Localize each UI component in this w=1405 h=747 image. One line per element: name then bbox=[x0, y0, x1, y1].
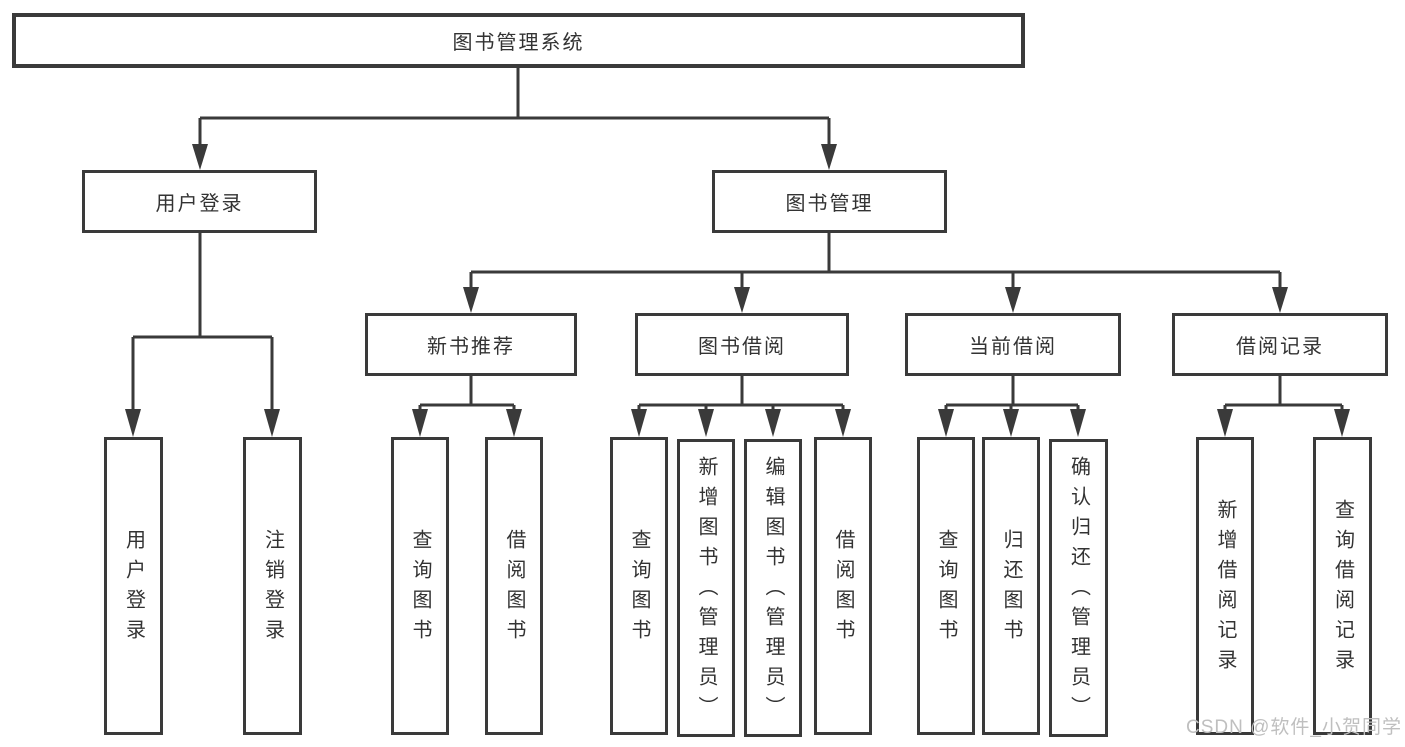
node-book-management: 图书管理 bbox=[712, 170, 947, 233]
leaf-record-query: 查询借阅记录 bbox=[1313, 437, 1372, 735]
leaf-borrow-borrow: 借阅图书 bbox=[814, 437, 872, 735]
connector-current-borrow-to-leaves bbox=[944, 376, 1080, 411]
csdn-watermark: CSDN @软件_小贺同学 bbox=[1186, 717, 1402, 738]
node-borrow-record: 借阅记录 bbox=[1172, 313, 1388, 376]
arrowheads-user-login-leaves bbox=[125, 409, 280, 437]
node-root-system: 图书管理系统 bbox=[12, 13, 1025, 68]
connector-user-login-to-leaves bbox=[131, 233, 274, 411]
leaf-current-confirm-admin: 确认归还（管理员） bbox=[1049, 439, 1108, 737]
connector-book-borrow-to-leaves bbox=[637, 376, 845, 411]
leaf-borrow-edit-admin: 编辑图书（管理员） bbox=[744, 439, 802, 737]
connector-new-book-to-leaves bbox=[418, 376, 516, 411]
connector-root-to-level2 bbox=[198, 68, 831, 146]
arrowheads-leaves bbox=[412, 409, 1350, 437]
leaf-borrow-query: 查询图书 bbox=[610, 437, 668, 735]
connector-book-mgmt-to-level3 bbox=[469, 232, 1282, 289]
leaf-new-book-query: 查询图书 bbox=[391, 437, 449, 735]
leaf-user-login: 用户登录 bbox=[104, 437, 163, 735]
connector-borrow-record-to-leaves bbox=[1223, 376, 1344, 411]
node-new-book-recommend: 新书推荐 bbox=[365, 313, 577, 376]
node-book-borrow: 图书借阅 bbox=[635, 313, 849, 376]
node-current-borrow: 当前借阅 bbox=[905, 313, 1121, 376]
leaf-current-query: 查询图书 bbox=[917, 437, 975, 735]
leaf-record-add: 新增借阅记录 bbox=[1196, 437, 1254, 735]
arrowheads-level2 bbox=[192, 144, 837, 170]
node-user-login: 用户登录 bbox=[82, 170, 317, 233]
arrowheads-level3 bbox=[463, 287, 1288, 313]
leaf-current-return: 归还图书 bbox=[982, 437, 1040, 735]
leaf-logout: 注销登录 bbox=[243, 437, 302, 735]
leaf-borrow-add-admin: 新增图书（管理员） bbox=[677, 439, 735, 737]
leaf-new-book-borrow: 借阅图书 bbox=[485, 437, 543, 735]
